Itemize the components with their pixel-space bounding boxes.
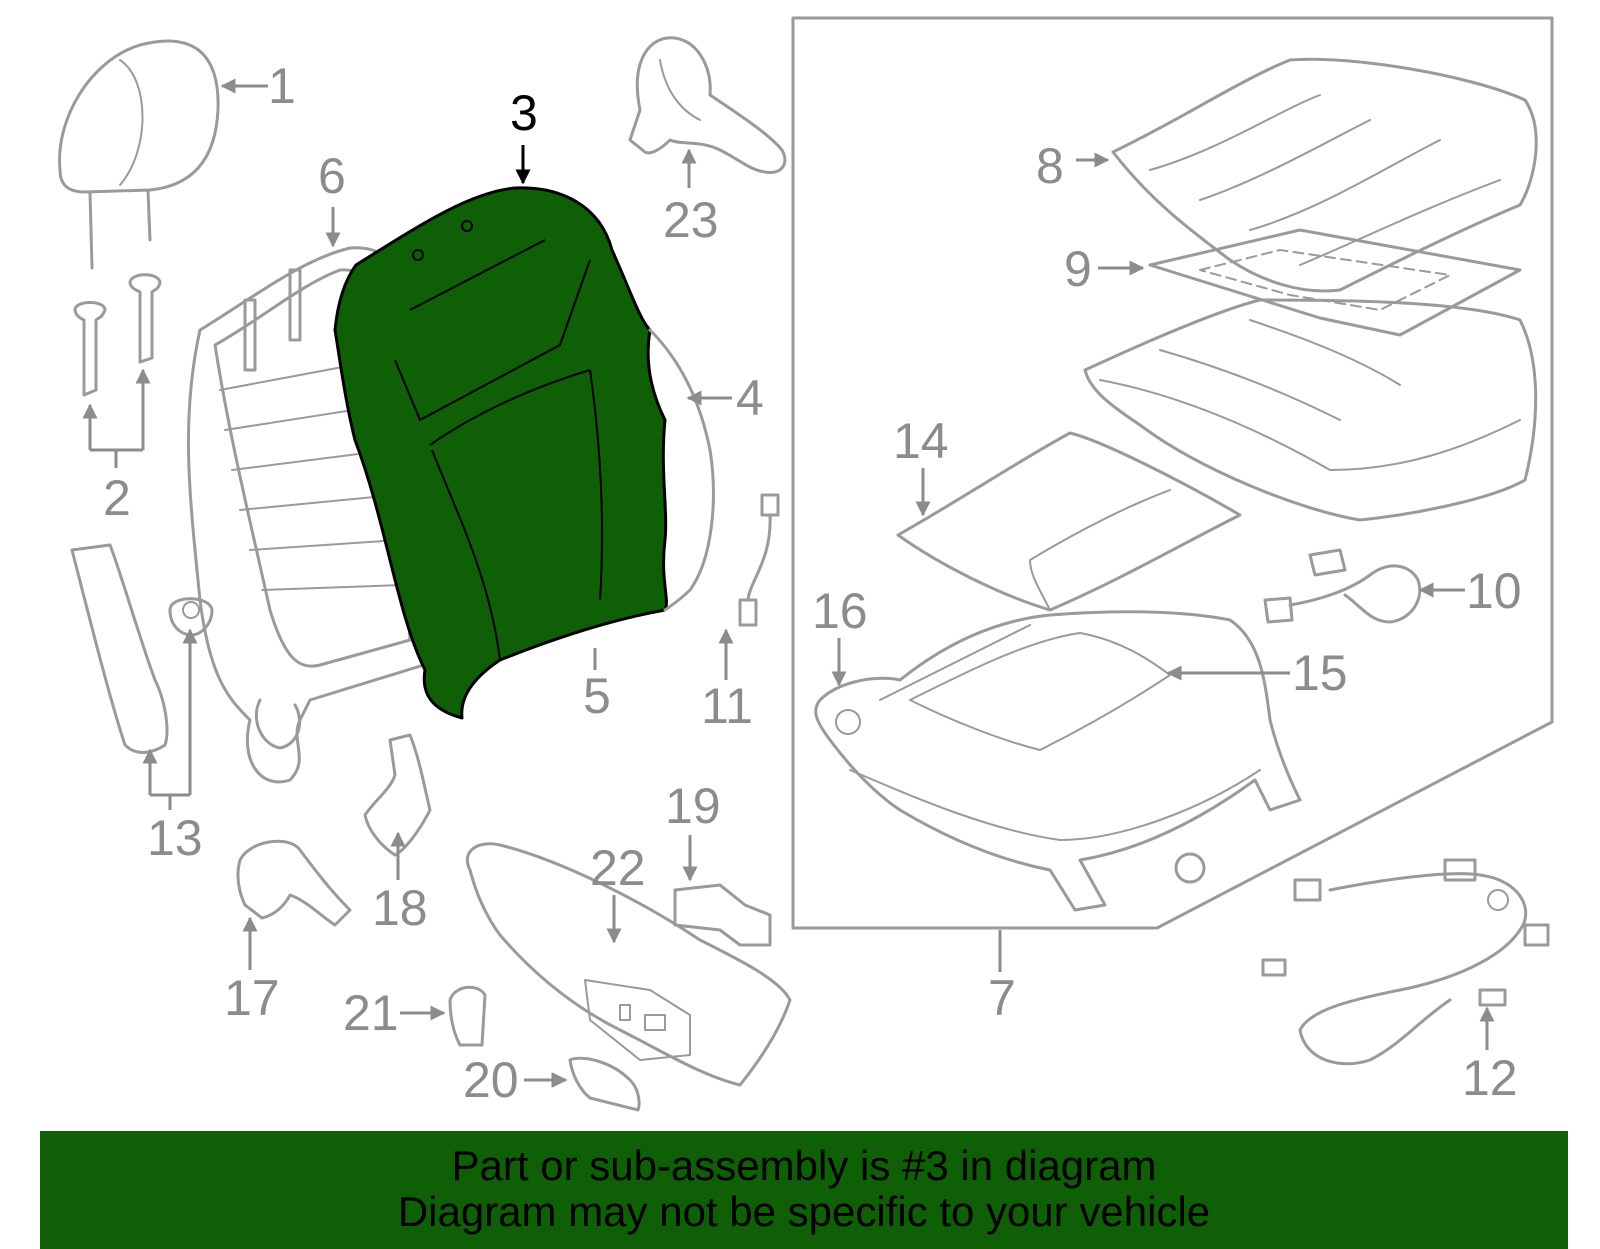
headrest-guide-part [73, 273, 162, 397]
seat-cushion-pad [1083, 298, 1538, 522]
seat-heater-part [1148, 228, 1522, 337]
seat-wiring-part-10 [1263, 548, 1422, 624]
callout-12: 12 [1462, 1050, 1518, 1106]
callout-11: 11 [701, 678, 753, 734]
inner-cover-part-17 [236, 839, 352, 927]
back-wiring-part [738, 493, 780, 627]
callout-22: 22 [590, 840, 646, 896]
callout-15: 15 [1292, 645, 1348, 701]
seat-cushion-cover-part [1111, 57, 1538, 293]
callout-9: 9 [1064, 241, 1092, 297]
knob-part-21 [448, 985, 487, 1047]
side-panel-part [70, 543, 214, 754]
seat-back-cushion-part-3[interactable] [333, 186, 668, 720]
callout-1: 1 [268, 58, 296, 114]
callout-23: 23 [663, 192, 719, 248]
seat-harness-part [1261, 858, 1550, 1066]
callout-10: 10 [1466, 563, 1522, 619]
callout-3: 3 [510, 85, 538, 141]
seat-back-frame-part [186, 246, 442, 784]
callout-7: 7 [988, 970, 1016, 1026]
info-banner: Part or sub-assembly is #3 in diagram Di… [40, 1131, 1568, 1249]
callout-17: 17 [224, 970, 280, 1026]
switch-part [673, 883, 772, 947]
outer-shield-part [465, 842, 792, 1087]
callout-20: 20 [463, 1052, 519, 1108]
seat-pan-part [896, 431, 1242, 612]
callout-5: 5 [583, 668, 611, 724]
callout-labels: 1 2 3 4 5 6 7 8 9 10 11 12 13 14 15 16 1… [103, 58, 1522, 1108]
callout-4: 4 [736, 370, 764, 426]
callout-8: 8 [1036, 138, 1064, 194]
callout-19: 19 [665, 778, 721, 834]
callout-18: 18 [372, 880, 428, 936]
cover-part-18 [363, 733, 432, 857]
banner-line-2: Diagram may not be specific to your vehi… [397, 1188, 1211, 1235]
callout-21: 21 [343, 985, 399, 1041]
callout-16: 16 [812, 583, 868, 639]
seat-back-cushion-seams [394, 220, 603, 661]
seat-track-part [814, 610, 1302, 912]
seat-back-trim-part [648, 328, 715, 612]
leader-lines [82, 78, 1495, 1088]
callout-6: 6 [318, 148, 346, 204]
cushion-assembly-box [791, 16, 1554, 930]
headrest-part [58, 39, 220, 270]
callout-14: 14 [893, 413, 949, 469]
callout-2: 2 [103, 470, 131, 526]
knob-part-20 [568, 1056, 641, 1112]
callout-13: 13 [147, 810, 203, 866]
recliner-cover-part [628, 36, 787, 175]
banner-line-1: Part or sub-assembly is #3 in diagram [451, 1142, 1157, 1189]
